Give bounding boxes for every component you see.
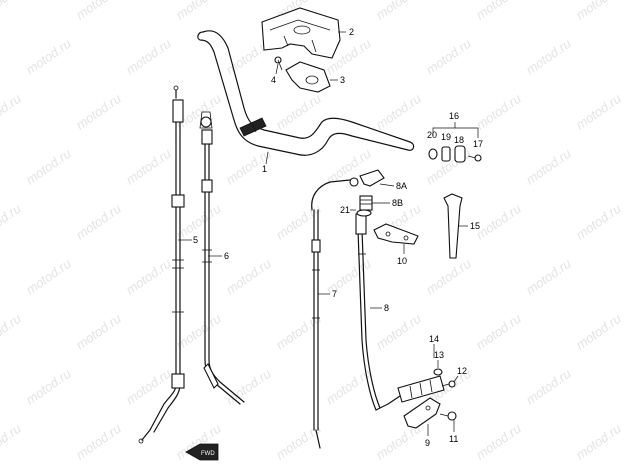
watermark-text: motod.ru bbox=[223, 256, 274, 298]
forward-label: FWD bbox=[201, 451, 215, 457]
callout-4: 4 bbox=[271, 75, 276, 85]
callout-20: 20 bbox=[427, 130, 437, 140]
callout-2: 2 bbox=[349, 27, 354, 37]
watermark-text: motod.ru bbox=[273, 91, 324, 133]
callouts: 2 3 4 1 5 6 7 8 8A 8B 21 10 9 11 12 13 1… bbox=[193, 27, 483, 448]
group-bracket-16 bbox=[432, 122, 479, 138]
watermark-text: motod.ru bbox=[73, 0, 124, 22]
watermark-text: motod.ru bbox=[173, 311, 224, 353]
callout-17: 17 bbox=[473, 139, 483, 149]
adjuster-8a bbox=[359, 169, 385, 187]
watermark-text: motod.ru bbox=[0, 201, 24, 243]
callout-7: 7 bbox=[332, 289, 337, 299]
leader-lines bbox=[178, 31, 468, 436]
callout-6: 6 bbox=[224, 251, 229, 261]
callout-13: 13 bbox=[434, 350, 444, 360]
clamp-bolt bbox=[274, 56, 283, 71]
cable-6 bbox=[199, 111, 245, 405]
watermark-text: motod.ru bbox=[573, 421, 624, 463]
watermark-text: motod.ru bbox=[573, 201, 624, 243]
forward-arrow: FWD bbox=[185, 443, 219, 461]
bracket-10 bbox=[373, 223, 419, 245]
watermark-text: motod.ru bbox=[573, 91, 624, 133]
bracket-9 bbox=[403, 397, 441, 429]
watermark-text: motod.ru bbox=[0, 91, 24, 133]
callout-8a: 8A bbox=[396, 181, 407, 191]
watermark-text: motod.ru bbox=[223, 366, 274, 408]
strap-15 bbox=[443, 193, 463, 259]
callout-5: 5 bbox=[193, 235, 198, 245]
watermark-text: motod.ru bbox=[23, 36, 74, 78]
watermark-text: motod.ru bbox=[573, 311, 624, 353]
adjuster-8b bbox=[359, 195, 373, 211]
callout-10: 10 bbox=[397, 256, 407, 266]
watermark-text: motod.ru bbox=[0, 421, 24, 463]
watermark-text: motod.ru bbox=[323, 256, 374, 298]
watermark-text: motod.ru bbox=[123, 256, 174, 298]
watermark-text: motod.ru bbox=[473, 91, 524, 133]
callout-15: 15 bbox=[470, 221, 480, 231]
watermark-text: motod.ru bbox=[473, 201, 524, 243]
watermark-text: motod.ru bbox=[373, 311, 424, 353]
watermark-text: motod.ru bbox=[523, 146, 574, 188]
cable-7 bbox=[311, 177, 359, 449]
callout-18: 18 bbox=[454, 135, 464, 145]
watermark-text: motod.ru bbox=[123, 146, 174, 188]
handlebar-clamp bbox=[285, 61, 331, 93]
callout-9: 9 bbox=[425, 438, 430, 448]
watermark-text: motod.ru bbox=[523, 256, 574, 298]
watermark-text: motod.ru bbox=[0, 311, 24, 353]
watermark-text: motod.ru bbox=[423, 256, 474, 298]
callout-14: 14 bbox=[429, 334, 439, 344]
callout-11: 11 bbox=[449, 434, 458, 444]
watermark-text: motod.ru bbox=[23, 256, 74, 298]
watermark-text: motod.ru bbox=[523, 36, 574, 78]
watermark-text: motod.ru bbox=[0, 0, 24, 22]
watermark-text: motod.ru bbox=[423, 36, 474, 78]
grip-end-assembly bbox=[428, 145, 482, 163]
watermark-text: motod.ru bbox=[273, 201, 324, 243]
watermark-text: motod.ru bbox=[23, 146, 74, 188]
watermark-text: motod.ru bbox=[73, 421, 124, 463]
watermark-text: motod.ru bbox=[23, 366, 74, 408]
callout-1: 1 bbox=[262, 164, 267, 174]
cable-5 bbox=[138, 85, 185, 444]
watermark-text: motod.ru bbox=[373, 91, 424, 133]
callout-19: 19 bbox=[441, 132, 451, 142]
watermark-text: motod.ru bbox=[73, 311, 124, 353]
watermark-text: motod.ru bbox=[373, 0, 424, 22]
cable-8 bbox=[355, 213, 445, 411]
watermark-text: motod.ru bbox=[473, 311, 524, 353]
callout-12: 12 bbox=[457, 366, 467, 376]
watermark-text: motod.ru bbox=[273, 421, 324, 463]
callout-8: 8 bbox=[384, 303, 389, 313]
handlebar-cover bbox=[261, 7, 341, 59]
nut-21 bbox=[356, 209, 372, 217]
callout-8b: 8B bbox=[392, 198, 403, 208]
handlebar bbox=[197, 30, 415, 156]
bolt-11 bbox=[439, 411, 457, 421]
callout-3: 3 bbox=[340, 75, 345, 85]
washer-13 bbox=[433, 368, 443, 376]
watermark-text: motod.ru bbox=[73, 91, 124, 133]
watermark-text: motod.ru bbox=[473, 421, 524, 463]
watermark-text: motod.ru bbox=[123, 36, 174, 78]
watermark-text: motod.ru bbox=[573, 0, 624, 22]
bolt-12 bbox=[441, 380, 456, 388]
watermark-text: motod.ru bbox=[73, 201, 124, 243]
watermark-text: motod.ru bbox=[473, 0, 524, 22]
watermark-text: motod.ru bbox=[273, 311, 324, 353]
watermark-text: motod.ru bbox=[523, 366, 574, 408]
callout-16: 16 bbox=[449, 111, 459, 121]
callout-21: 21 bbox=[340, 205, 350, 215]
watermark-text: motod.ru bbox=[173, 0, 224, 22]
